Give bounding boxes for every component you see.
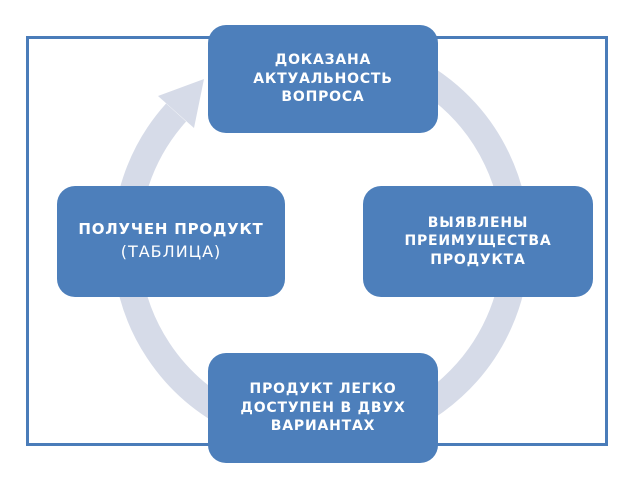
node-label: ВЫЯВЛЕНЫ ПРЕИМУЩЕСТВА ПРОДУКТА	[404, 214, 552, 268]
node-product-advantages: ВЫЯВЛЕНЫ ПРЕИМУЩЕСТВА ПРОДУКТА	[363, 186, 593, 297]
node-title: ПОЛУЧЕН ПРОДУКТ	[78, 220, 264, 239]
node-label: ПРОДУКТ ЛЕГКО ДОСТУПЕН В ДВУХ ВАРИАНТАХ	[240, 381, 406, 435]
node-subtitle: (ТАБЛИЦА)	[120, 242, 222, 262]
node-label: ДОКАЗАНА АКТУАЛЬНОСТЬ ВОПРОСА	[253, 52, 393, 106]
node-product-availability: ПРОДУКТ ЛЕГКО ДОСТУПЕН В ДВУХ ВАРИАНТАХ	[208, 353, 438, 463]
node-proven-relevance: ДОКАЗАНА АКТУАЛЬНОСТЬ ВОПРОСА	[208, 25, 438, 133]
node-product-obtained: ПОЛУЧЕН ПРОДУКТ (ТАБЛИЦА)	[57, 186, 285, 297]
